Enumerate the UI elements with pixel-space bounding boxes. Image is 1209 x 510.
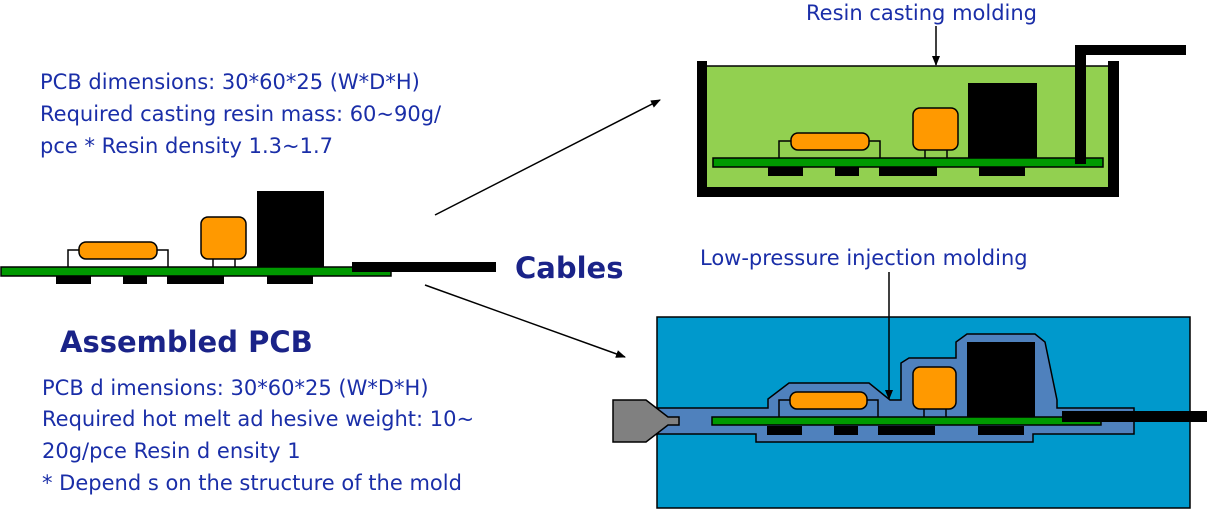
cable [352,262,496,272]
chip [257,191,324,267]
resistor-lead [778,140,791,158]
pad [979,167,1025,176]
mold-bottom [697,187,1119,197]
injection-nozzle [612,399,680,443]
spec-line: Required casting resin mass: 60~90g/ [40,102,442,126]
arrow-to-low-pressure [424,284,626,358]
chip [968,83,1037,158]
resistor [789,391,868,410]
spec-line: PCB dimensions: 30*60*25 (W*D*H) [40,70,420,94]
chip [967,342,1035,417]
pad [123,276,147,284]
resistor-lead [778,399,790,417]
assembled-pcb-label: Assembled PCB [60,325,313,359]
pad [978,426,1024,435]
spec-line: pce * Resin density 1.3~1.7 [40,134,333,158]
resistor-lead [67,249,79,267]
pcb-board [711,416,1102,426]
pad [267,276,313,284]
hotmelt-spec-text: PCB d imensions: 30*60*25 (W*D*H) Requir… [42,376,474,495]
pad [878,426,935,435]
hotmelt-line: * Depend s on the structure of the mold [42,471,462,495]
pad [834,426,858,435]
hotmelt-line: Required hot melt ad hesive weight: 10~ [42,407,474,431]
low-pressure-label: Low-pressure injection molding [700,246,1028,270]
capacitor [912,366,957,410]
assembled-pcb [0,191,496,284]
low-pressure-mold [612,316,1207,509]
hotmelt-line: PCB d imensions: 30*60*25 (W*D*H) [42,376,429,400]
resistor-lead [157,249,169,267]
resistor-lead [869,140,881,158]
capacitor [200,216,247,260]
resistor [78,241,158,260]
pad [768,167,803,176]
pad [767,426,802,435]
pad [879,167,937,176]
capacitor [912,107,959,151]
mold-wall-right [1108,61,1119,197]
cables-label: Cables [515,251,623,285]
arrow-to-resin-casting [434,99,661,216]
pad [167,276,224,284]
pad [56,276,91,284]
resin-casting-label: Resin casting molding [806,1,1037,25]
cable [1062,411,1207,422]
hotmelt-line: 20g/pce Resin d ensity 1 [42,439,301,463]
resin-casting-mold [697,45,1186,197]
pcb-spec-text: PCB dimensions: 30*60*25 (W*D*H) Require… [40,70,442,158]
resistor [790,132,870,151]
pcb-board [0,266,392,277]
resistor-lead [867,399,879,417]
pad [835,167,859,176]
pcb-board [712,157,1104,168]
mold-wall-left [697,61,707,197]
